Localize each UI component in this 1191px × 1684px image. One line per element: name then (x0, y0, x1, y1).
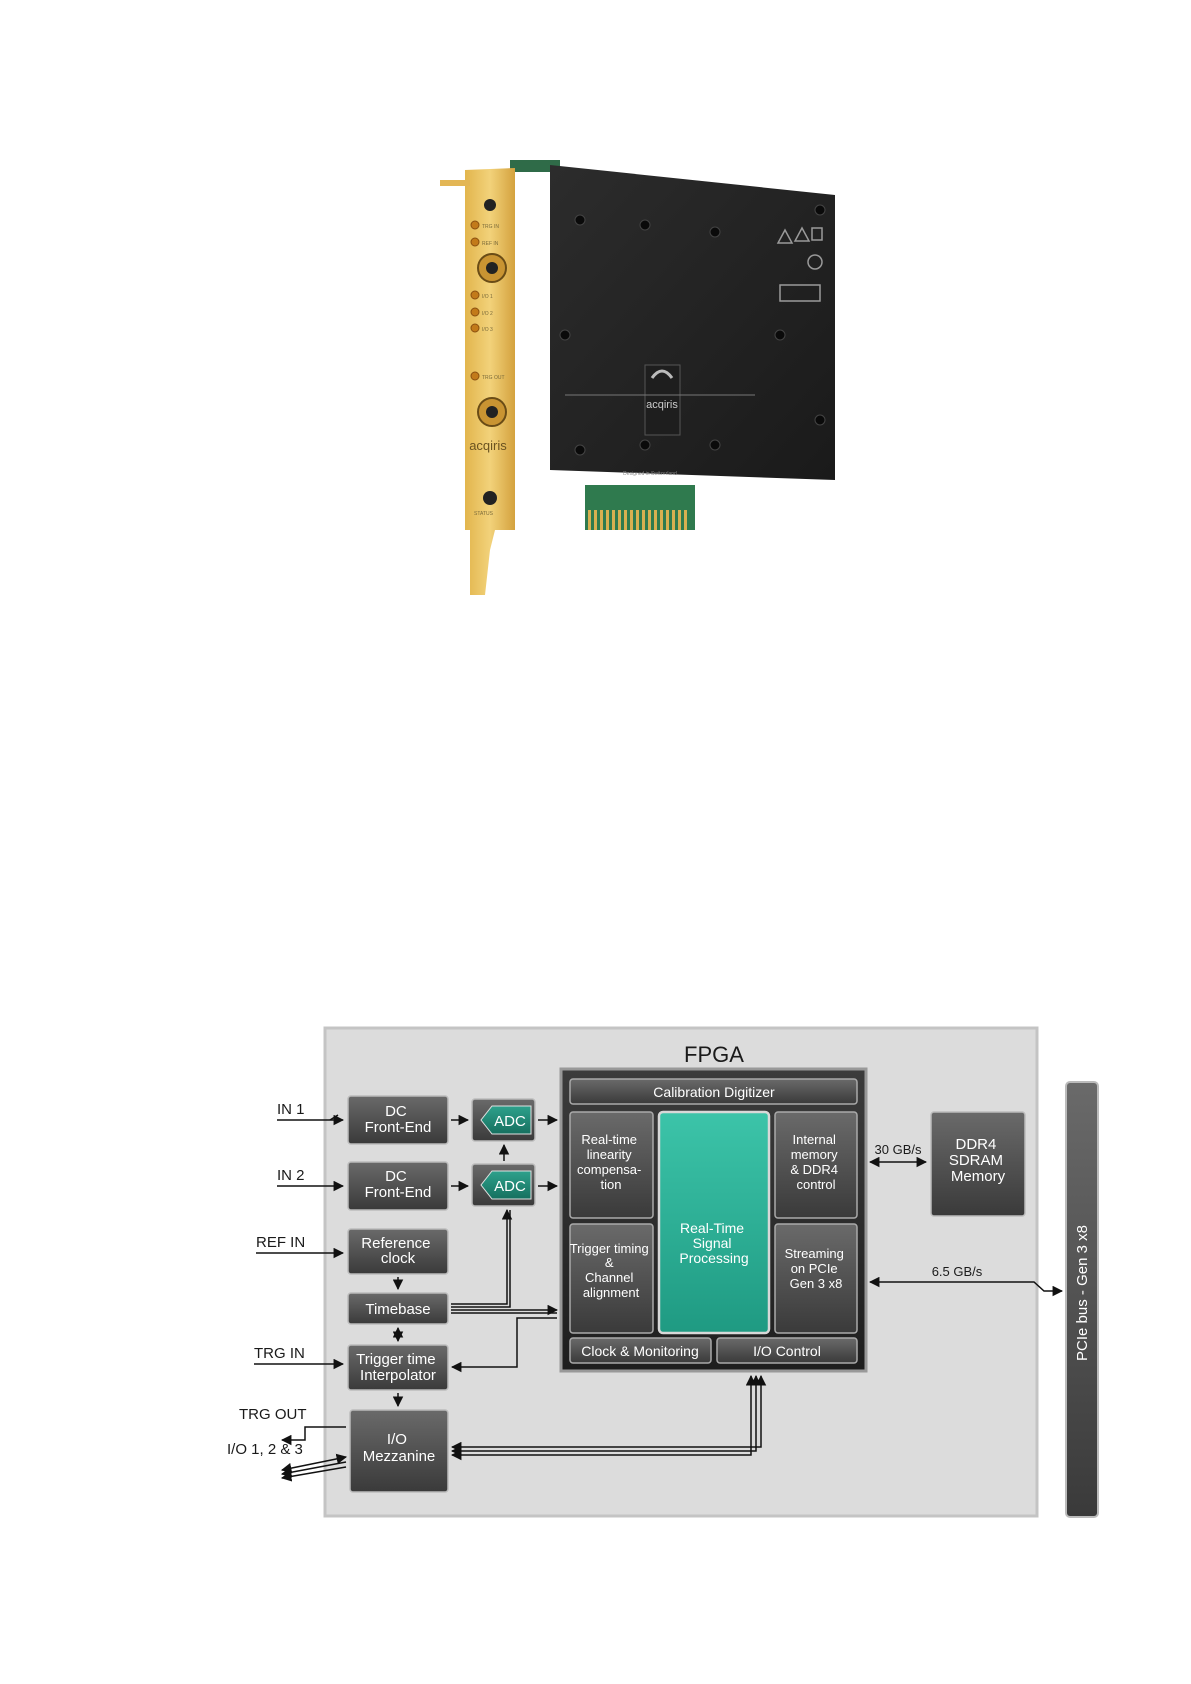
io-mezzanine-block (349, 1409, 449, 1493)
adc-2-shape (480, 1170, 532, 1200)
io-control-block (716, 1337, 858, 1364)
trigger-interpolator-block (347, 1344, 449, 1391)
adc-1-shape (480, 1105, 532, 1135)
dc-frontend-1-block (347, 1095, 449, 1145)
ddr4-block (930, 1111, 1026, 1217)
io-control-label: I/O Control (753, 1343, 821, 1359)
svg-text:Reference clock: Reference clock (361, 1235, 434, 1267)
svg-text:DC Front-End: DC Front-End (365, 1103, 432, 1136)
reference-clock-block (347, 1228, 449, 1275)
trigger-interpolator-line-1: Trigger time (356, 1351, 435, 1368)
input-label-ref-in: REF IN (256, 1234, 305, 1251)
card-brand: acqiris (646, 399, 678, 411)
dc-frontend-2-line-2: Front-End (365, 1184, 432, 1201)
input-label-in2: IN 2 (277, 1167, 305, 1184)
internal-memory-line-1: Internal (793, 1132, 836, 1147)
rate-label-pcie: 6.5 GB/s (932, 1264, 983, 1279)
svg-text:Streaming on PCIe Gen: Streaming on PCIe Gen 3 x8 (785, 1246, 848, 1291)
pcie-bus-label: PCIe bus - Gen 3 x8 (1074, 1225, 1091, 1361)
gold-fingers (585, 485, 695, 530)
compliance-marks (776, 226, 823, 302)
sma-connectors (477, 199, 507, 505)
dc-frontend-1-line-2: Front-End (365, 1119, 432, 1136)
svg-text:Internal memory & DDR4: Internal memory & DDR4 control (790, 1132, 841, 1192)
input-label-trg-in: TRG IN (254, 1345, 305, 1362)
clock-monitoring-label: Clock & Monitoring (581, 1343, 699, 1359)
streaming-block (774, 1223, 858, 1334)
svg-text:Trigger timing & Chann: Trigger timing & Channel alignment (570, 1241, 653, 1300)
internal-memory-line-4: control (796, 1177, 835, 1192)
rtsp-line-1: Real-Time (680, 1220, 744, 1236)
streaming-line-1: Streaming (785, 1246, 844, 1261)
svg-text:DDR4 SDRAM Memory: DDR4 SDRAM Memory (949, 1136, 1007, 1185)
bracket-leds (470, 220, 480, 381)
svg-text:Trigger time Interpolator: Trigger time Interpolator (356, 1351, 440, 1384)
bracket-label-io2: I/O 2 (482, 311, 493, 317)
pcie-bus-bar (1065, 1081, 1099, 1518)
adc-1-label: ADC (494, 1113, 526, 1130)
block-diagram: FPGA Calibration Digitizer Real-time lin… (227, 1026, 1099, 1518)
io-label: I/O 1, 2 & 3 (227, 1441, 303, 1458)
calibration-block (569, 1078, 858, 1105)
pcb-top-edge (510, 160, 560, 172)
ddr4-line-1: DDR4 (955, 1136, 996, 1153)
linearity-line-3: compensa- (577, 1162, 641, 1177)
bracket-label-status: STATUS (474, 511, 494, 517)
trigger-timing-line-4: alignment (583, 1285, 640, 1300)
card-footer: Designed in Switzerland (623, 471, 677, 477)
bracket-label-ref-in: REF IN (482, 241, 499, 247)
internal-memory-line-3: & DDR4 (790, 1162, 838, 1177)
linearity-line-1: Real-time (581, 1132, 637, 1147)
calibration-label: Calibration Digitizer (653, 1084, 775, 1100)
dc-frontend-2-line-1: DC (385, 1168, 407, 1185)
trigger-timing-line-2: & (605, 1255, 614, 1270)
trigger-timing-line-3: Channel (585, 1270, 634, 1285)
bracket-brand: acqiris (469, 438, 507, 453)
svg-text:Real-time linearity co: Real-time linearity compensa- tion (577, 1132, 645, 1192)
linearity-line-2: linearity (587, 1147, 632, 1162)
internal-memory-line-2: memory (791, 1147, 838, 1162)
bracket-label-io1: I/O 1 (482, 294, 493, 300)
trigger-interpolator-line-2: Interpolator (360, 1367, 436, 1384)
timebase-block (347, 1292, 449, 1325)
card-screws (559, 204, 826, 456)
input-label-in1: IN 1 (277, 1101, 305, 1118)
card-logo: acqiris (565, 364, 755, 436)
timebase-label: Timebase (365, 1301, 430, 1318)
streaming-line-2: on PCIe (791, 1261, 838, 1276)
trigger-timing-line-1: Trigger timing (570, 1241, 649, 1256)
svg-text:DC Front-End: DC Front-End (365, 1168, 432, 1201)
clock-monitoring-block (569, 1337, 712, 1364)
rtsp-line-3: Processing (679, 1250, 748, 1266)
rtsp-block (657, 1110, 771, 1335)
card-body (550, 165, 835, 480)
bracket-label-trg-out: TRG OUT (482, 375, 505, 381)
linearity-block (569, 1111, 654, 1219)
bracket-label-trg-in: TRG IN (482, 224, 499, 230)
svg-text:I/O Mezzanine: I/O Mezzanine (363, 1431, 436, 1465)
rate-label-mem: 30 GB/s (875, 1142, 922, 1157)
adc-2-label: ADC (494, 1178, 526, 1195)
dc-frontend-2-block (347, 1161, 449, 1211)
ddr4-line-2: SDRAM (949, 1152, 1003, 1169)
connections (254, 1114, 1064, 1482)
rtsp-line-2: Signal (693, 1235, 732, 1251)
fpga-title: FPGA (684, 1042, 744, 1067)
product-photo: acqiris Designed in Switzerland TRG IN R… (440, 160, 835, 595)
bracket (465, 168, 515, 595)
linearity-line-4: tion (601, 1177, 622, 1192)
ddr4-line-3: Memory (951, 1168, 1006, 1185)
svg-text:Real-Time Signal Proce: Real-Time Signal Processing (679, 1220, 748, 1266)
reference-clock-line-1: Reference (361, 1235, 430, 1252)
io-mezzanine-line-2: Mezzanine (363, 1448, 436, 1465)
reference-clock-line-2: clock (381, 1250, 416, 1267)
internal-memory-block (774, 1111, 858, 1219)
output-label-trg-out: TRG OUT (239, 1406, 307, 1423)
trigger-timing-block (569, 1223, 654, 1334)
streaming-line-3: Gen 3 x8 (790, 1276, 843, 1291)
io-mezzanine-line-1: I/O (387, 1431, 407, 1448)
bracket-label-io3: I/O 3 (482, 327, 493, 333)
bracket-tab (440, 180, 470, 186)
dc-frontend-1-line-1: DC (385, 1103, 407, 1120)
